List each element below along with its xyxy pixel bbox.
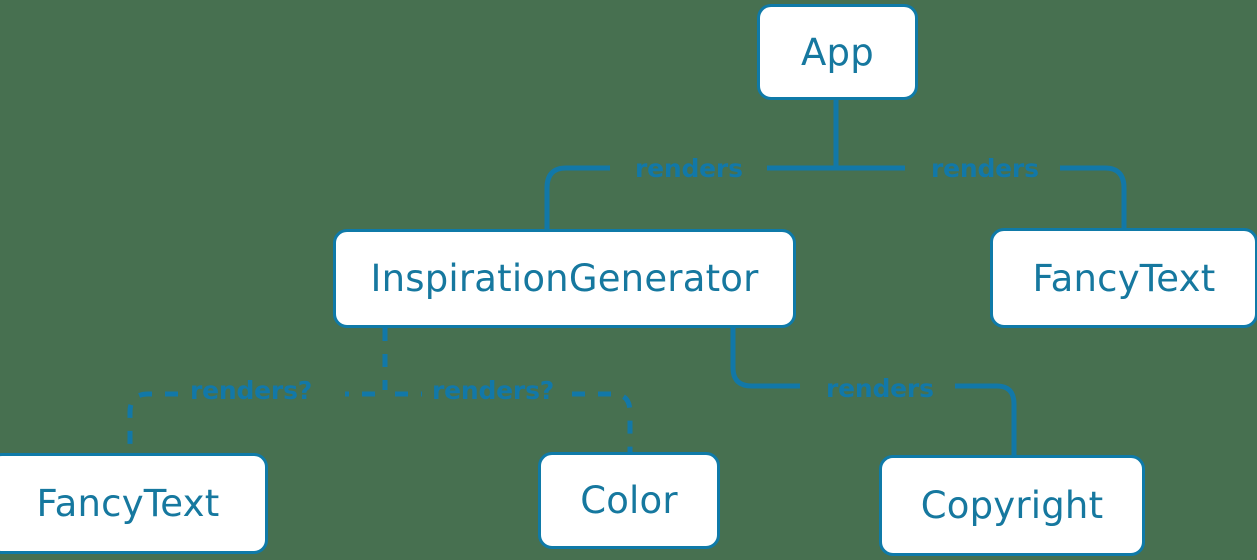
node-color-label: Color [580, 479, 678, 522]
edge-inspiration-generator-to-fancytext-bottom-tail [127, 391, 178, 453]
node-copyright-label: Copyright [920, 484, 1104, 527]
edge-label-app-to-fancytext-right: renders [931, 154, 1039, 183]
node-copyright[interactable]: Copyright [879, 455, 1145, 556]
node-fancytext-right-label: FancyText [1032, 256, 1216, 300]
node-inspiration-generator-label: InspirationGenerator [370, 257, 759, 300]
edge-label-inspiration-generator-to-copyright: renders [826, 374, 934, 403]
edge-inspiration-generator-to-copyright [730, 328, 800, 389]
edge-inspiration-generator-to-color-tail [572, 391, 633, 452]
node-app[interactable]: App [757, 4, 918, 100]
node-color[interactable]: Color [538, 452, 720, 549]
edge-app-to-fancytext-right-tail [1060, 165, 1127, 228]
edge-label-inspiration-generator-to-fancytext-bottom: renders? [190, 376, 313, 405]
node-inspiration-generator[interactable]: InspirationGenerator [333, 229, 796, 328]
edge-inspiration-generator-to-copyright-tail [955, 383, 1017, 455]
node-fancytext-bottom[interactable]: FancyText [0, 453, 268, 554]
edge-app-to-inspiration-generator-tail [544, 165, 610, 229]
edge-label-app-to-inspiration-generator: renders [635, 154, 743, 183]
edge-label-inspiration-generator-to-color: renders? [432, 376, 555, 405]
node-fancytext-bottom-label: FancyText [36, 482, 220, 525]
node-app-label: App [801, 30, 874, 74]
node-fancytext-right[interactable]: FancyText [990, 228, 1257, 328]
